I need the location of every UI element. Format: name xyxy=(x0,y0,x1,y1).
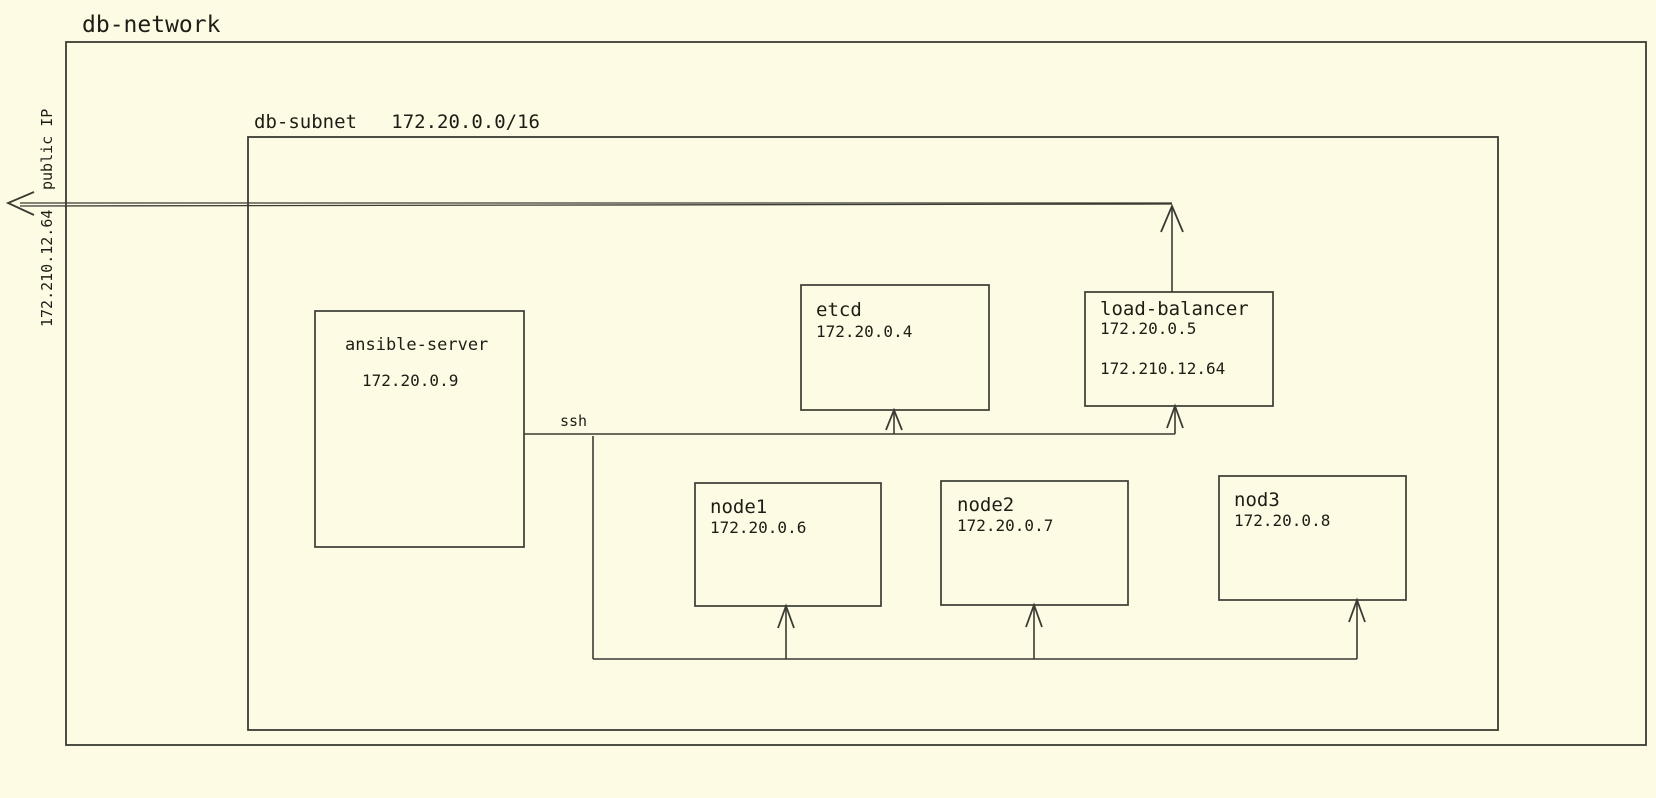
public-ip-link-line-secondary xyxy=(19,203,1173,207)
db-network-title: db-network xyxy=(82,12,221,38)
db-network-container xyxy=(65,41,1647,746)
db-subnet-container xyxy=(247,136,1499,731)
node-public-ip-load-balancer: 172.210.12.64 xyxy=(1100,359,1225,378)
node-box-etcd[interactable] xyxy=(800,284,990,411)
node-box-load-balancer[interactable] xyxy=(1084,291,1274,407)
node-ip-ansible-server: 172.20.0.9 xyxy=(362,371,458,390)
db-subnet-label: db-subnet 172.20.0.0/16 xyxy=(254,111,540,133)
ssh-edge-label: ssh xyxy=(560,412,587,430)
public-ip-arrowhead xyxy=(5,191,35,216)
ssh-arrowhead-etcd xyxy=(885,407,903,431)
ssh-arrowhead-nod3 xyxy=(1348,597,1366,623)
node-box-nod3[interactable] xyxy=(1218,475,1407,601)
node-name-load-balancer: load-balancer xyxy=(1100,298,1249,320)
ssh-arrowhead-node1 xyxy=(777,603,795,629)
node-box-node1[interactable] xyxy=(694,482,882,607)
load-balancer-public-arrowhead xyxy=(1160,203,1184,233)
node-ip-node1: 172.20.0.6 xyxy=(710,518,806,537)
ssh-arrowhead-node2 xyxy=(1025,602,1043,628)
node-name-nod3: nod3 xyxy=(1234,489,1280,511)
public-ip-label: public IP xyxy=(38,109,56,190)
node-ip-nod3: 172.20.0.8 xyxy=(1234,511,1330,530)
node-ip-node2: 172.20.0.7 xyxy=(957,516,1053,535)
node-box-node2[interactable] xyxy=(940,480,1129,606)
node-name-ansible-server: ansible-server xyxy=(345,335,488,355)
node-name-etcd: etcd xyxy=(816,299,862,321)
public-ip-value-label: 172.210.12.64 xyxy=(38,210,56,327)
node-name-node2: node2 xyxy=(957,494,1014,516)
node-ip-load-balancer: 172.20.0.5 xyxy=(1100,319,1196,338)
node-name-node1: node1 xyxy=(710,496,767,518)
ssh-arrowhead-load-balancer xyxy=(1166,403,1184,429)
node-ip-etcd: 172.20.0.4 xyxy=(816,322,912,341)
node-box-ansible-server[interactable] xyxy=(314,310,525,548)
